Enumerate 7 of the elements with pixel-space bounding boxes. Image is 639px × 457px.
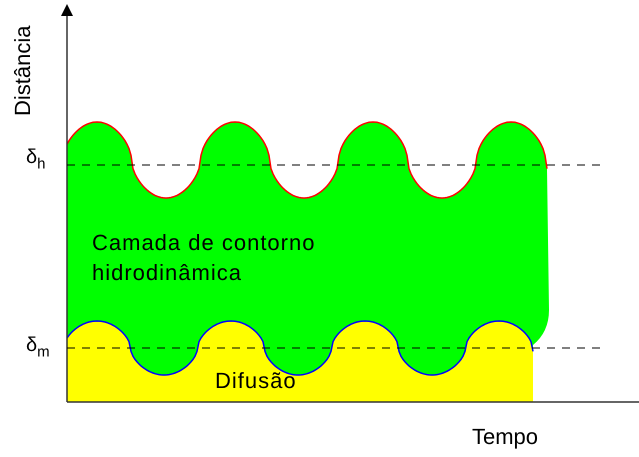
layer-region	[67, 320, 533, 402]
region-label: Difusão	[215, 367, 298, 395]
region-label: Camada de contorno hidrodinâmica	[92, 229, 316, 287]
axis-title: Distância	[10, 26, 36, 116]
axis-title: Tempo	[472, 424, 538, 450]
boundary-symbol: δ$_{m}$	[26, 334, 50, 360]
boundary-symbol: δ$_{h}$	[26, 146, 46, 172]
